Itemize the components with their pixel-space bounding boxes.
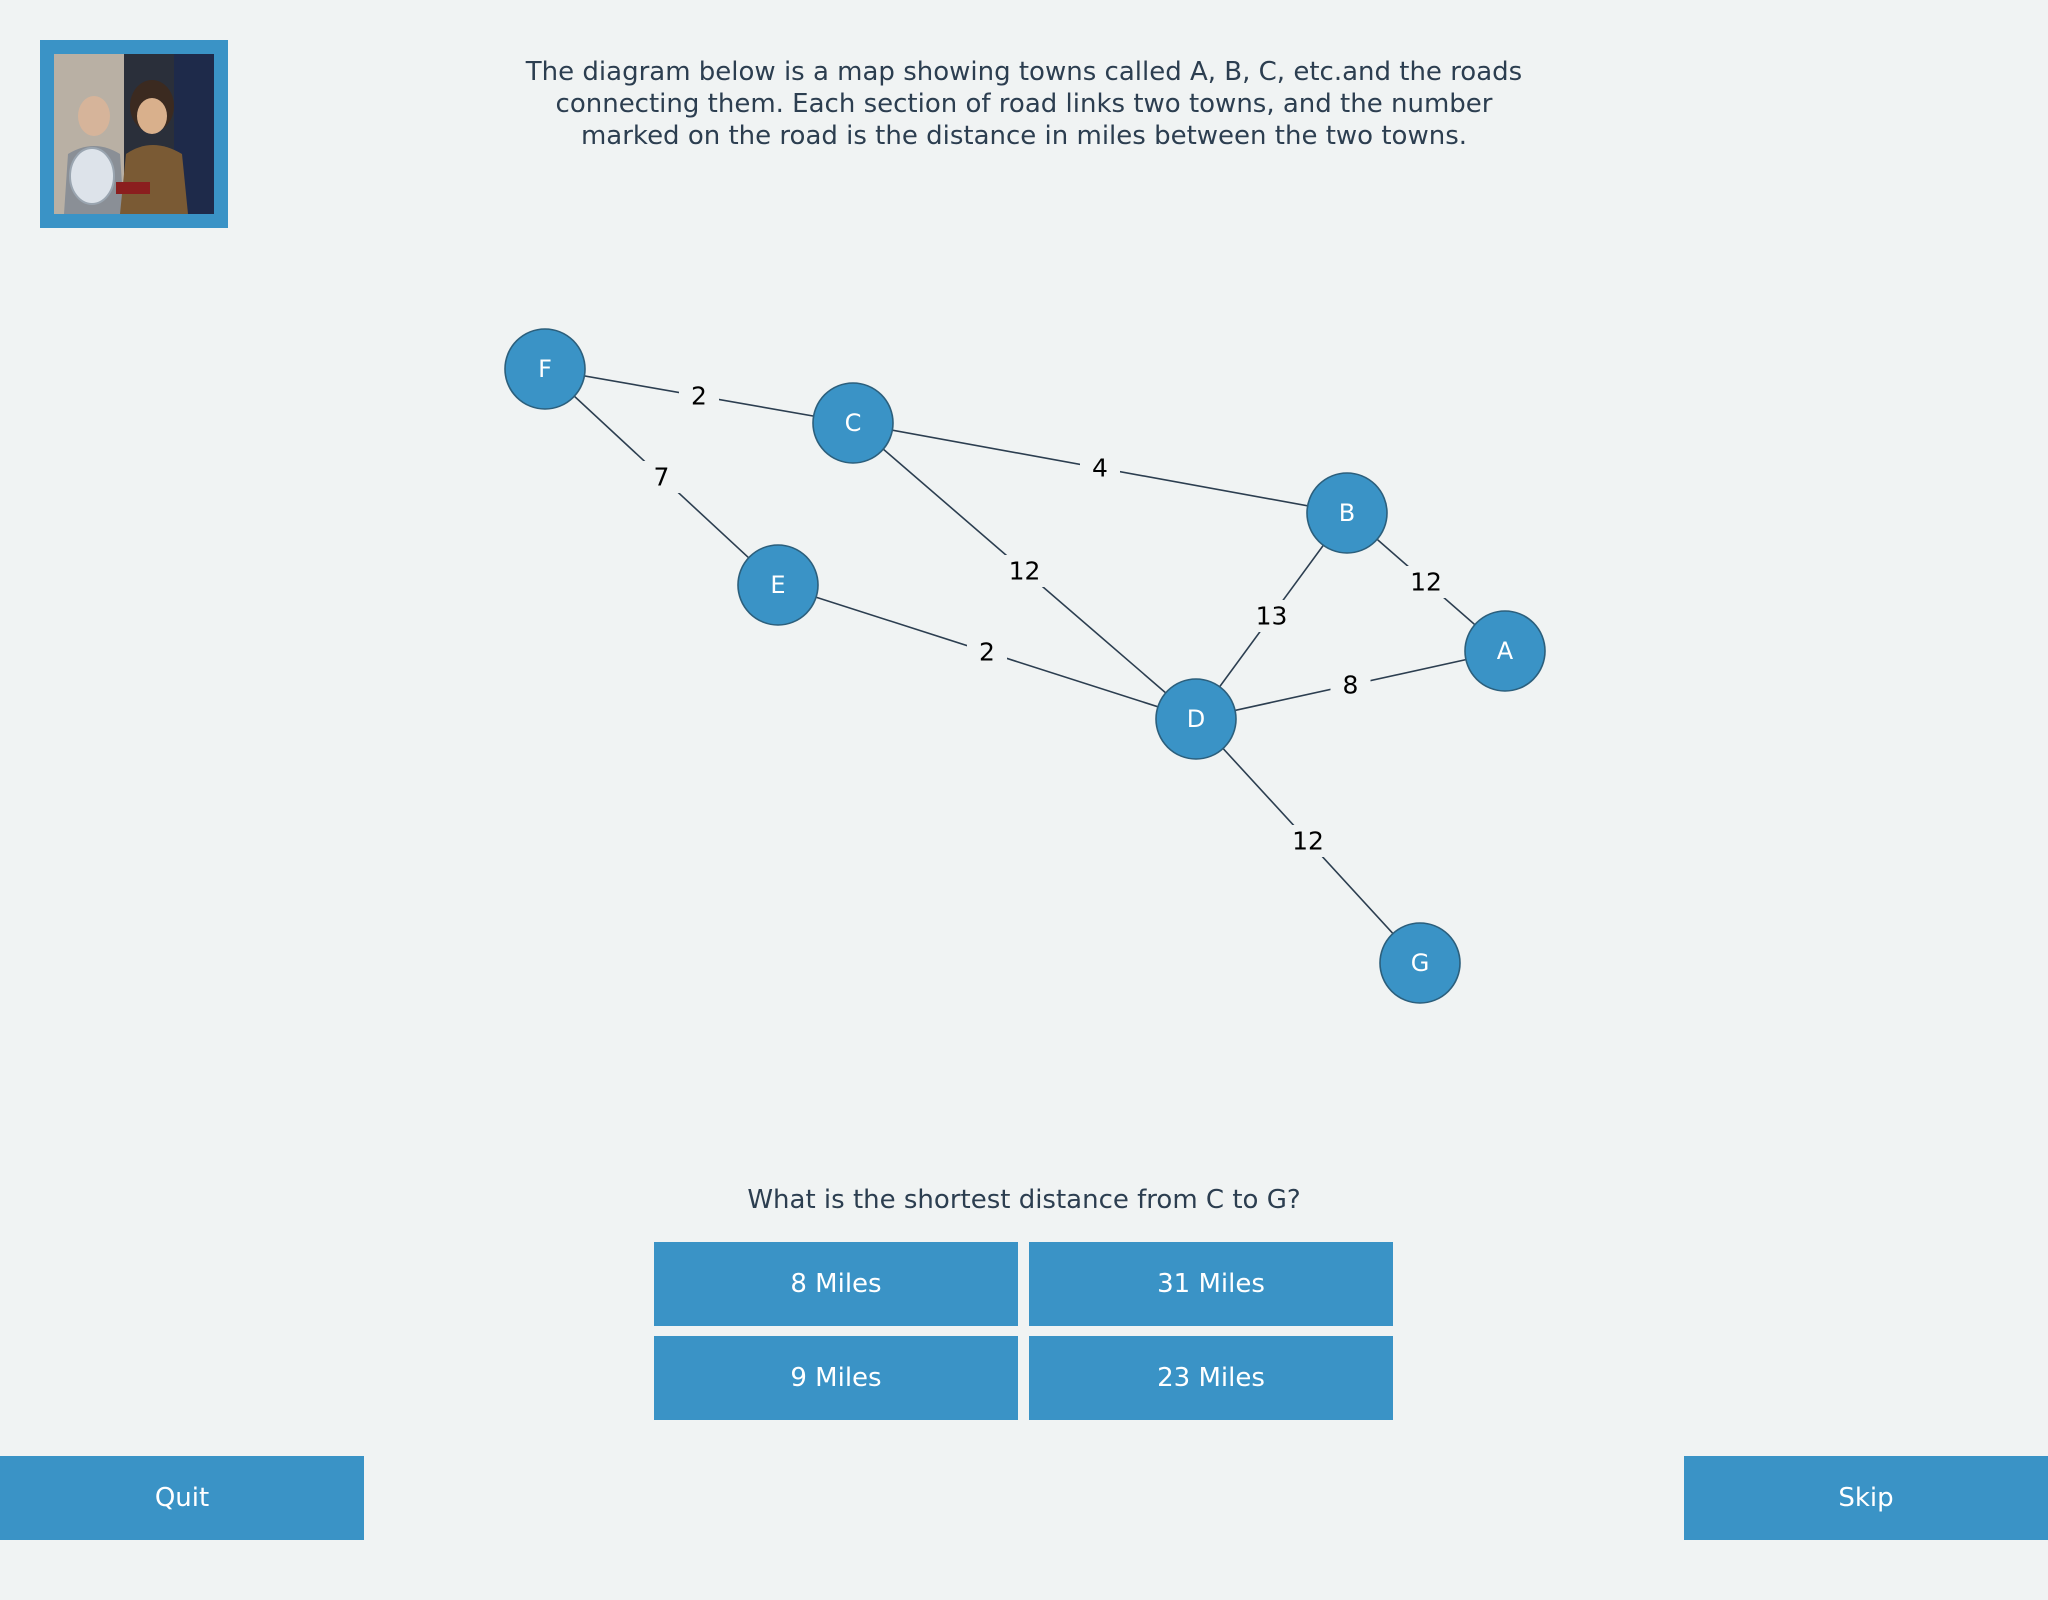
answer-button-1[interactable]: 8 Miles bbox=[654, 1242, 1018, 1326]
town-label-C: C bbox=[845, 409, 862, 437]
town-node-A bbox=[1464, 610, 1546, 692]
town-node-C bbox=[812, 382, 894, 464]
town-node-E bbox=[737, 544, 819, 626]
town-B: B bbox=[1306, 472, 1388, 554]
town-label-D: D bbox=[1187, 705, 1205, 733]
instructions-text: The diagram below is a map showing towns… bbox=[500, 56, 1548, 152]
town-F: F bbox=[504, 328, 586, 410]
road-distance-B-A: 12 bbox=[1410, 568, 1442, 597]
instructions-line-1: The diagram below is a map showing towns… bbox=[525, 57, 1523, 87]
instructions-line-3: marked on the road is the distance in mi… bbox=[580, 121, 1468, 151]
town-label-A: A bbox=[1497, 637, 1514, 665]
towns: F C B E A D G bbox=[504, 328, 1546, 1004]
road-distance-D-G: 12 bbox=[1292, 827, 1324, 856]
road-label-bg-F-C bbox=[679, 380, 719, 412]
town-label-B: B bbox=[1339, 499, 1355, 527]
town-node-F bbox=[504, 328, 586, 410]
profile-photo bbox=[54, 54, 214, 214]
town-A: A bbox=[1464, 610, 1546, 692]
road-label-bg-C-D bbox=[1004, 555, 1045, 587]
roads: 2 7 4 12 2 13 12 8 12 bbox=[544, 368, 1506, 964]
town-node-B bbox=[1306, 472, 1388, 554]
town-C: C bbox=[812, 382, 894, 464]
answer-options: 8 Miles 31 Miles 9 Miles 23 Miles bbox=[654, 1242, 1393, 1420]
answer-button-3[interactable]: 9 Miles bbox=[654, 1336, 1018, 1420]
road-distance-F-E: 7 bbox=[654, 463, 670, 492]
road-label-bg-D-G bbox=[1288, 825, 1328, 857]
town-label-E: E bbox=[770, 571, 785, 599]
town-label-F: F bbox=[538, 355, 552, 383]
road-distance-D-A: 8 bbox=[1343, 671, 1359, 700]
road-label-bg-F-E bbox=[641, 461, 682, 493]
skip-button[interactable]: Skip bbox=[1684, 1456, 2048, 1540]
question-text: What is the shortest distance from C to … bbox=[747, 1185, 1301, 1215]
town-node-G bbox=[1379, 922, 1461, 1004]
road-label-bg-B-A bbox=[1406, 566, 1446, 598]
road-label-bg-D-A bbox=[1330, 669, 1371, 701]
instructions-line-2: connecting them. Each section of road li… bbox=[555, 89, 1493, 119]
road-distance-F-C: 2 bbox=[691, 382, 707, 411]
town-node-D bbox=[1155, 678, 1237, 760]
road-distance-C-D: 12 bbox=[1009, 557, 1041, 586]
town-D: D bbox=[1155, 678, 1237, 760]
town-road-map: 2 7 4 12 2 13 12 8 12 F C B E A D G bbox=[504, 328, 1546, 1004]
town-E: E bbox=[737, 544, 819, 626]
road-distance-B-D: 13 bbox=[1256, 602, 1288, 631]
town-G: G bbox=[1379, 922, 1461, 1004]
road-label-bg-B-D bbox=[1251, 600, 1292, 632]
road-distance-C-B: 4 bbox=[1092, 454, 1108, 483]
road-label-bg-E-D bbox=[967, 636, 1007, 668]
road-distance-E-D: 2 bbox=[979, 638, 995, 667]
town-label-G: G bbox=[1411, 949, 1430, 977]
answer-button-2[interactable]: 31 Miles bbox=[1029, 1242, 1393, 1326]
avatar bbox=[40, 40, 228, 228]
answer-button-4[interactable]: 23 Miles bbox=[1029, 1336, 1393, 1420]
road-label-bg-C-B bbox=[1080, 452, 1120, 484]
quit-button[interactable]: Quit bbox=[0, 1456, 364, 1540]
